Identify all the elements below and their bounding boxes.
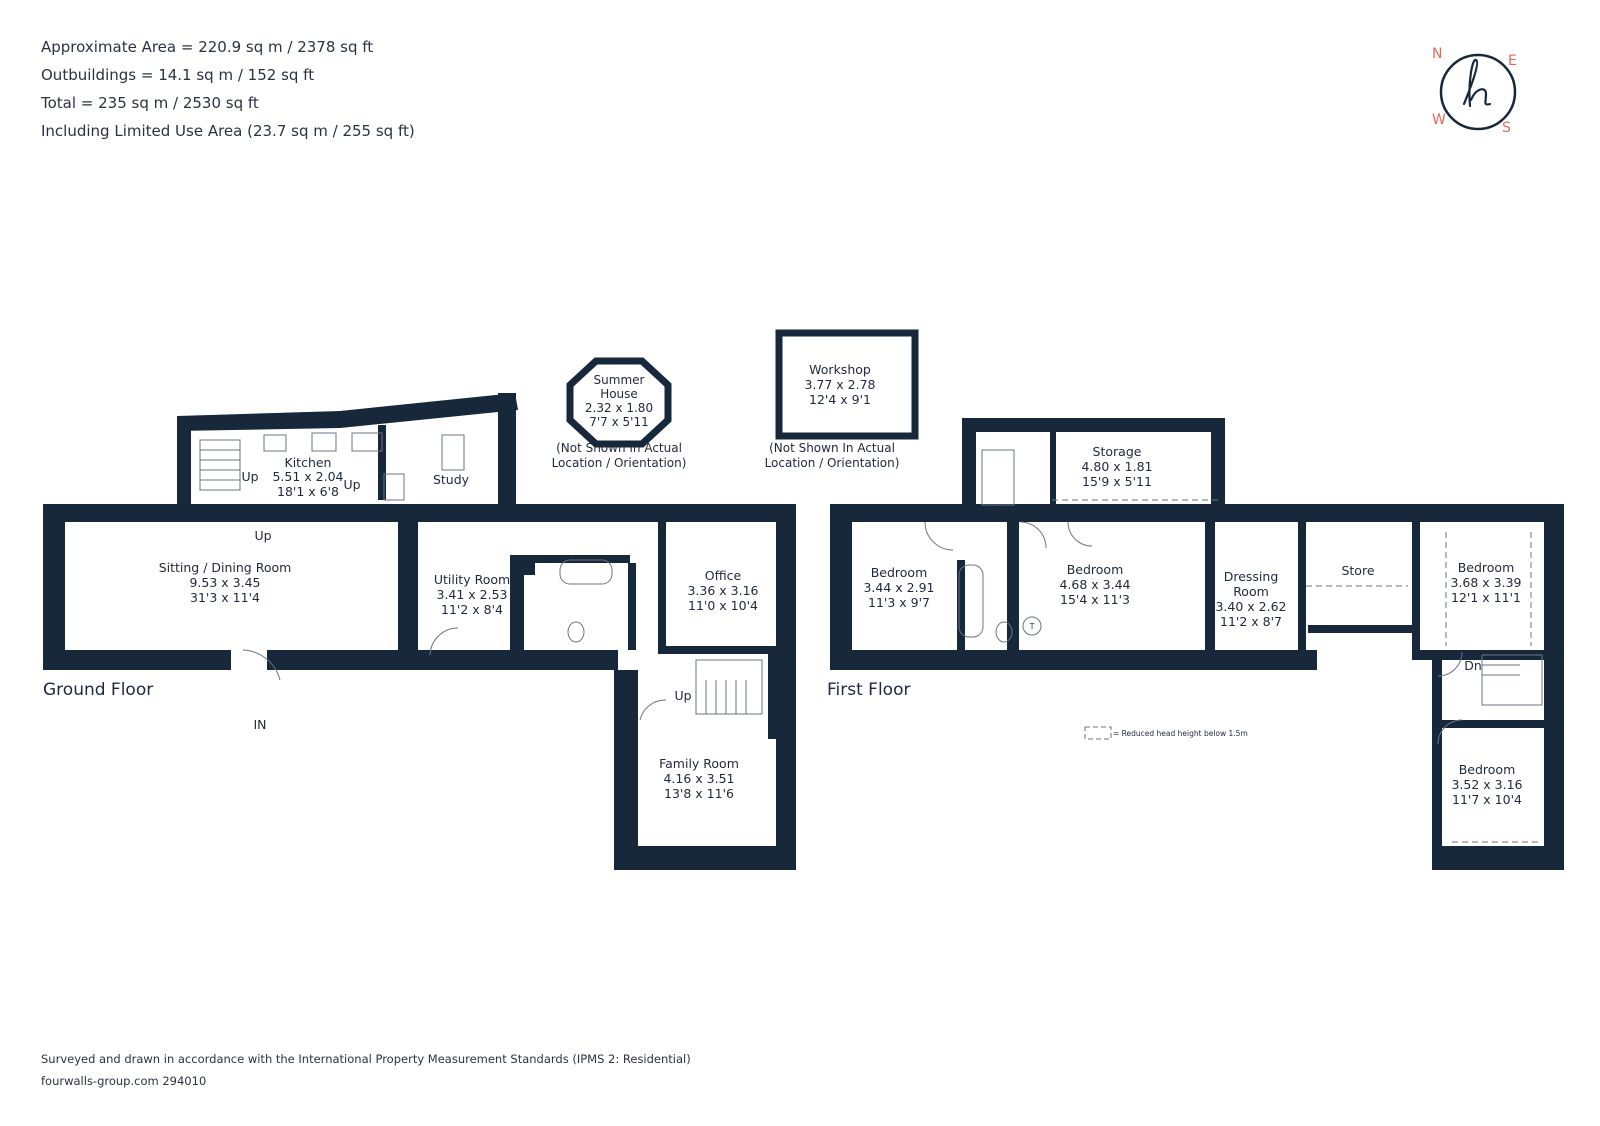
bed4-name: Bedroom	[1459, 762, 1516, 777]
summer-house-label: Summer House 2.32 x 1.80 7'7 x 5'11 (Not…	[552, 373, 687, 470]
compass-w-letter: W	[1432, 112, 1446, 128]
summer-name-1: Summer	[594, 373, 645, 387]
bed2-metric: 4.68 x 3.44	[1059, 577, 1130, 592]
bed4-imperial: 11'7 x 10'4	[1452, 792, 1522, 807]
family-room-label: Family Room 4.16 x 3.51 13'8 x 11'6	[659, 756, 739, 801]
bed2-imperial: 15'4 x 11'3	[1060, 592, 1130, 607]
fixtures-and-doors	[199, 432, 1543, 843]
kitchen-stair-up-label: Up	[241, 469, 258, 484]
bed1-metric: 3.44 x 2.91	[863, 580, 934, 595]
bed1-imperial: 11'3 x 9'7	[868, 595, 930, 610]
workshop-note-2: Location / Orientation)	[765, 456, 900, 470]
compass-logo: N E W S	[1428, 44, 1538, 140]
kitchen-step-up-label: Up	[343, 477, 360, 492]
workshop-metric: 3.77 x 2.78	[804, 377, 875, 392]
rear-stair-dn-label: Dn	[1464, 658, 1482, 673]
approximate-area-text: Approximate Area = 220.9 sq m / 2378 sq …	[41, 38, 374, 56]
limited-use-area-text: Including Limited Use Area (23.7 sq m / …	[41, 122, 415, 140]
dressing-name-2: Room	[1233, 584, 1269, 599]
bedroom-3-label: Bedroom 3.68 x 3.39 12'1 x 11'1	[1450, 560, 1521, 605]
bedroom-1-label: Bedroom 3.44 x 2.91 11'3 x 9'7	[863, 565, 934, 610]
dressing-metric: 3.40 x 2.62	[1215, 599, 1286, 614]
family-metric: 4.16 x 3.51	[663, 771, 734, 786]
outbuildings-area-text: Outbuildings = 14.1 sq m / 152 sq ft	[41, 66, 315, 84]
sitting-metric: 9.53 x 3.45	[189, 575, 260, 590]
utility-name: Utility Room	[434, 572, 510, 587]
entry-in-label: IN	[253, 717, 266, 732]
bed3-imperial: 12'1 x 11'1	[1451, 590, 1521, 605]
summer-imperial: 7'7 x 5'11	[589, 415, 649, 429]
sitting-imperial: 31'3 x 11'4	[190, 590, 260, 605]
family-imperial: 13'8 x 11'6	[664, 786, 734, 801]
water-tank-t-label: T	[1029, 622, 1035, 631]
workshop-name: Workshop	[809, 362, 871, 377]
workshop-note-1: (Not Shown In Actual	[769, 441, 895, 455]
utility-label: Utility Room 3.41 x 2.53 11'2 x 8'4	[434, 572, 510, 617]
storage-metric: 4.80 x 1.81	[1081, 459, 1152, 474]
compass-e-letter: E	[1508, 53, 1517, 69]
total-area-text: Total = 235 sq m / 2530 sq ft	[41, 94, 259, 112]
first-floor-label: First Floor	[827, 680, 911, 700]
summer-note-1: (Not Shown In Actual	[556, 441, 682, 455]
reduced-height-legend: = Reduced head height below 1.5m	[1113, 729, 1248, 738]
dressing-name-1: Dressing	[1224, 569, 1279, 584]
dressing-imperial: 11'2 x 8'7	[1220, 614, 1282, 629]
bed1-name: Bedroom	[871, 565, 928, 580]
landing-stair-dn-label: Dn	[992, 504, 1010, 519]
kitchen-name: Kitchen	[285, 455, 332, 470]
storage-imperial: 15'9 x 5'11	[1082, 474, 1152, 489]
bed3-name: Bedroom	[1458, 560, 1515, 575]
ground-floor-walls	[43, 393, 796, 870]
sitting-step-up-label: Up	[254, 528, 271, 543]
workshop-imperial: 12'4 x 9'1	[809, 392, 871, 407]
compass-s-letter: S	[1502, 120, 1511, 136]
office-name: Office	[705, 568, 742, 583]
first-floor-walls	[830, 418, 1564, 870]
office-metric: 3.36 x 3.16	[687, 583, 758, 598]
compass-n-letter: N	[1432, 46, 1443, 62]
kitchen-metric: 5.51 x 2.04	[272, 469, 343, 484]
kitchen-label: Kitchen 5.51 x 2.04 18'1 x 6'8	[272, 455, 343, 499]
survey-statement: Surveyed and drawn in accordance with th…	[41, 1052, 691, 1066]
family-name: Family Room	[659, 756, 739, 771]
bed3-metric: 3.68 x 3.39	[1450, 575, 1521, 590]
outbuildings	[566, 329, 919, 448]
storage-label: Storage 4.80 x 1.81 15'9 x 5'11	[1081, 444, 1152, 489]
storage-name: Storage	[1093, 444, 1142, 459]
bedroom-2-label: Bedroom 4.68 x 3.44 15'4 x 11'3	[1059, 562, 1130, 607]
sitting-name: Sitting / Dining Room	[159, 560, 292, 575]
utility-imperial: 11'2 x 8'4	[441, 602, 503, 617]
bed4-metric: 3.52 x 3.16	[1451, 777, 1522, 792]
office-label: Office 3.36 x 3.16 11'0 x 10'4	[687, 568, 758, 613]
bed2-name: Bedroom	[1067, 562, 1124, 577]
utility-metric: 3.41 x 2.53	[436, 587, 507, 602]
family-stair-up-label: Up	[674, 688, 691, 703]
compass-circle-icon	[1439, 53, 1517, 131]
workshop-label: Workshop 3.77 x 2.78 12'4 x 9'1 (Not Sho…	[765, 362, 900, 470]
summer-note-2: Location / Orientation)	[552, 456, 687, 470]
kitchen-imperial: 18'1 x 6'8	[277, 484, 339, 499]
ground-floor-label: Ground Floor	[43, 680, 154, 700]
company-reference: fourwalls-group.com 294010	[41, 1074, 207, 1088]
summer-name-2: House	[600, 387, 638, 401]
dressing-room-label: Dressing Room 3.40 x 2.62 11'2 x 8'7	[1215, 569, 1286, 629]
office-imperial: 11'0 x 10'4	[688, 598, 758, 613]
store-name: Store	[1341, 563, 1374, 578]
sitting-dining-label: Sitting / Dining Room 9.53 x 3.45 31'3 x…	[159, 560, 292, 605]
bedroom-4-label: Bedroom 3.52 x 3.16 11'7 x 10'4	[1451, 762, 1522, 807]
summer-metric: 2.32 x 1.80	[585, 401, 653, 415]
study-name: Study	[433, 472, 470, 487]
